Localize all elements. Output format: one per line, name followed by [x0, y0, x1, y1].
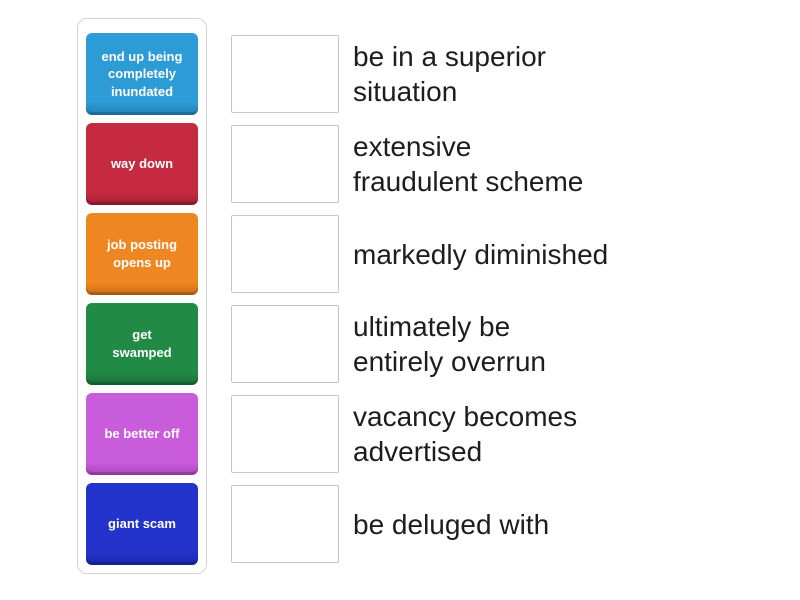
definition-text: extensive fraudulent scheme	[353, 131, 584, 197]
drop-target-1[interactable]	[231, 35, 339, 113]
definition-text: be deluged with	[353, 508, 550, 540]
drop-target-6[interactable]	[231, 485, 339, 563]
drop-target-5[interactable]	[231, 395, 339, 473]
definitions-list: be in a superior situation extensive fra…	[231, 35, 608, 575]
match-row: vacancy becomes advertised	[231, 395, 608, 473]
match-row: markedly diminished	[231, 215, 608, 293]
drop-target-3[interactable]	[231, 215, 339, 293]
match-row: be in a superior situation	[231, 35, 608, 113]
word-tile-giant-scam[interactable]: giant scam	[86, 483, 198, 565]
word-tiles-panel: end up being completely inundated way do…	[77, 18, 207, 574]
word-tile-be-better-off[interactable]: be better off	[86, 393, 198, 475]
match-row: ultimately be entirely overrun	[231, 305, 608, 383]
definition-text: be in a superior situation	[353, 41, 547, 107]
match-row: be deluged with	[231, 485, 608, 563]
word-tile-end-up-being-completely-inundated[interactable]: end up being completely inundated	[86, 33, 198, 115]
drop-target-4[interactable]	[231, 305, 339, 383]
definition-text: vacancy becomes advertised	[353, 401, 578, 467]
definition-text: ultimately be entirely overrun	[353, 311, 546, 377]
word-tile-get-swamped[interactable]: get swamped	[86, 303, 198, 385]
word-tile-way-down[interactable]: way down	[86, 123, 198, 205]
definition-text: markedly diminished	[353, 238, 609, 270]
drop-target-2[interactable]	[231, 125, 339, 203]
match-row: extensive fraudulent scheme	[231, 125, 608, 203]
word-tile-job-posting-opens-up[interactable]: job posting opens up	[86, 213, 198, 295]
